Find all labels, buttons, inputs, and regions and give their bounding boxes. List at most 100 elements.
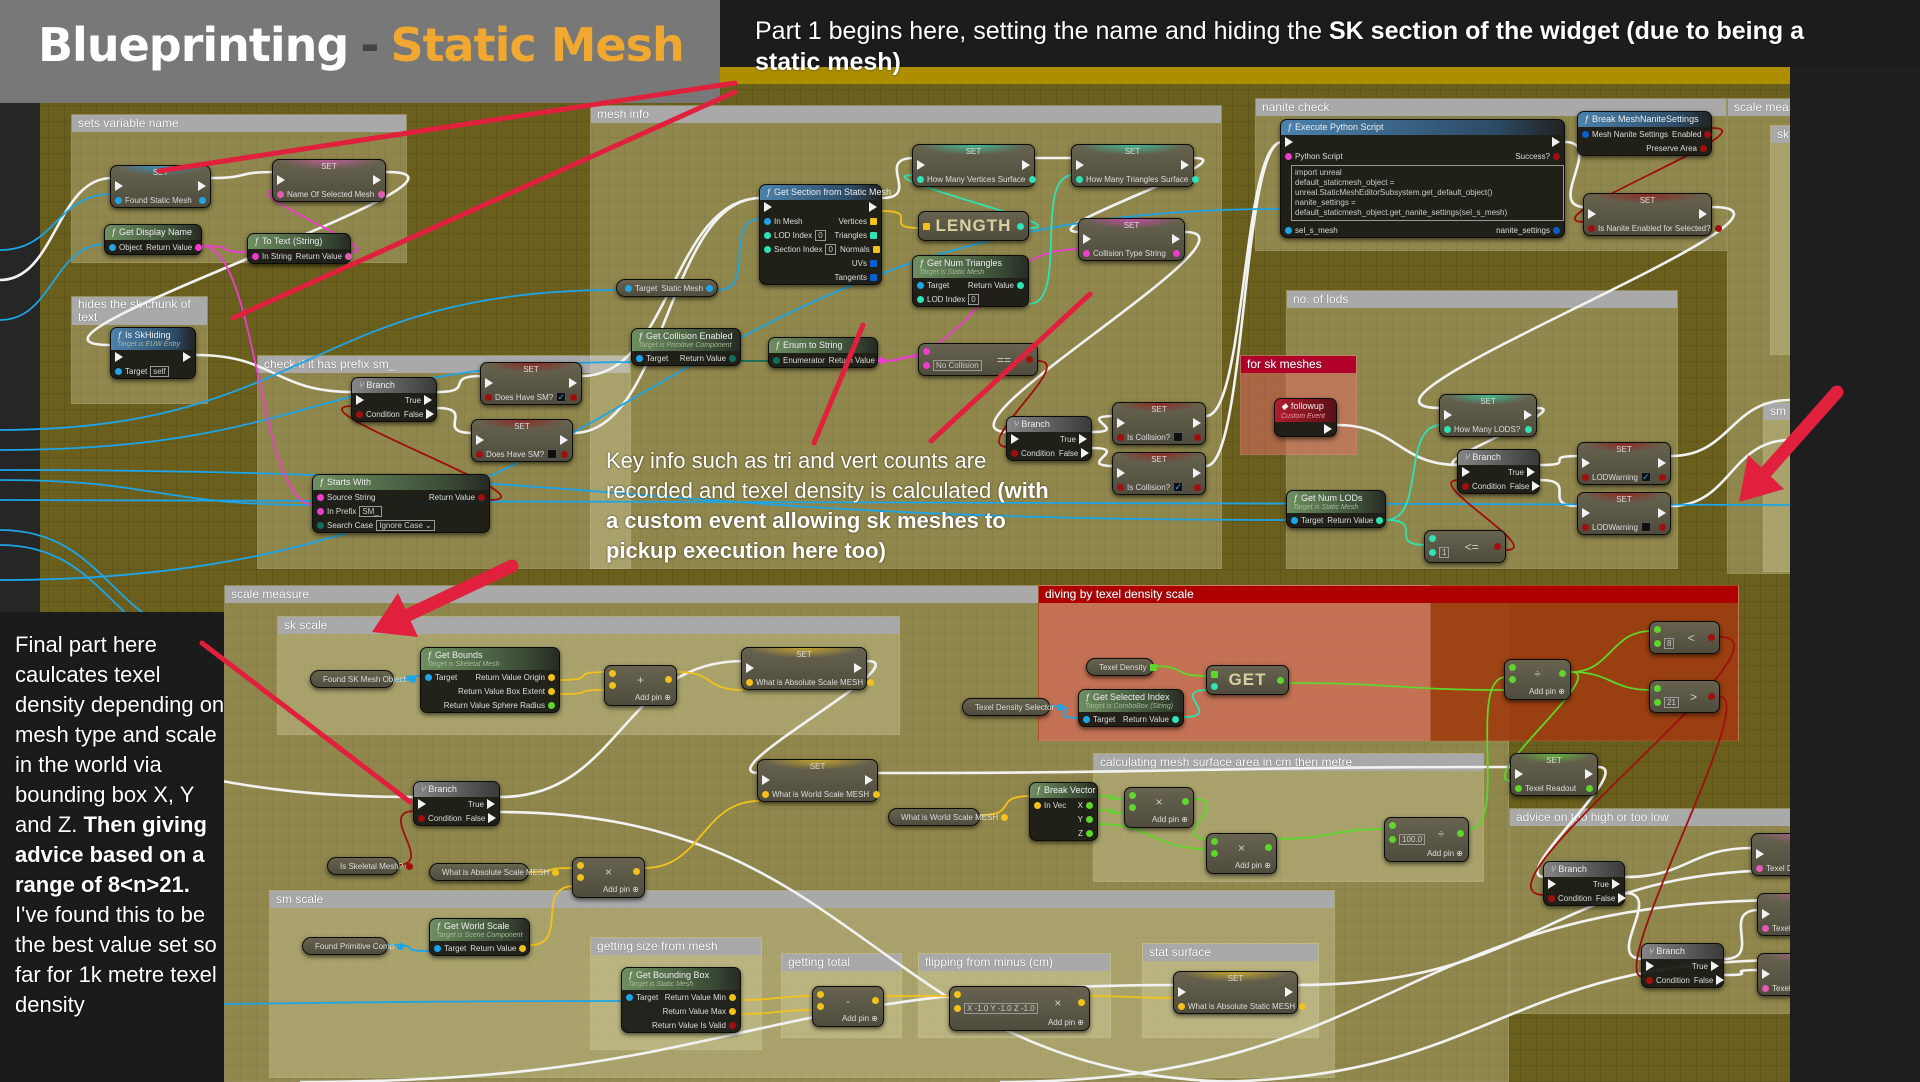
output-pin[interactable] — [1659, 523, 1666, 531]
output-pin[interactable]: False — [466, 813, 497, 823]
output-pin[interactable]: False — [404, 409, 435, 419]
pin-object[interactable] — [706, 284, 714, 292]
exec-pin[interactable] — [115, 352, 123, 362]
input-pin[interactable] — [577, 874, 584, 881]
pin-text[interactable] — [378, 190, 386, 198]
exec-pin[interactable] — [1178, 987, 1186, 997]
input-pin[interactable] — [476, 435, 484, 445]
comment-title[interactable]: getting size from mesh — [591, 938, 761, 955]
exec-pin[interactable] — [1172, 234, 1180, 244]
pin-string[interactable] — [1083, 249, 1090, 257]
pin-vector[interactable] — [548, 687, 555, 695]
pin-int[interactable] — [1192, 175, 1200, 183]
output-pin[interactable] — [854, 663, 862, 673]
exec-pin[interactable] — [1117, 468, 1125, 478]
add-pin-button[interactable]: Add pin ⊕ — [602, 885, 639, 894]
pin-float[interactable] — [1586, 784, 1593, 792]
exec-pin[interactable] — [1181, 160, 1189, 170]
input-pin[interactable]: 21 — [1654, 697, 1679, 708]
exec-pin[interactable] — [917, 160, 925, 170]
output-pin[interactable]: Triangles — [834, 231, 877, 240]
pin-default-value[interactable]: self — [150, 365, 169, 377]
output-pin[interactable]: False — [1694, 975, 1725, 985]
output-pin[interactable] — [865, 775, 873, 785]
pin-bool[interactable] — [1659, 523, 1666, 531]
pin-vector[interactable] — [519, 944, 527, 952]
pin-object[interactable] — [199, 196, 206, 204]
exec-pin[interactable] — [426, 409, 435, 419]
input-pin[interactable]: X -1.0 Y -1.0 Z -1.0 — [954, 1003, 1038, 1014]
input-pin[interactable]: Is Collision?✓ — [1117, 482, 1184, 492]
checkbox[interactable]: ✓ — [556, 392, 567, 402]
pin-byte[interactable] — [773, 356, 780, 364]
input-pin[interactable] — [1211, 850, 1218, 857]
pin-int[interactable] — [764, 245, 771, 253]
node-header[interactable]: SET — [1440, 395, 1536, 408]
pin-bool[interactable] — [1708, 693, 1715, 700]
comment-title[interactable]: sm scale — [270, 891, 1334, 908]
comment-title[interactable]: flipping from minus (cm) — [919, 954, 1110, 971]
output-pin[interactable] — [1708, 634, 1715, 641]
pin-int[interactable] — [1017, 281, 1024, 289]
exec-pin[interactable] — [1193, 468, 1201, 478]
output-pin[interactable] — [1559, 670, 1566, 677]
output-pin[interactable]: Y — [1078, 815, 1093, 824]
output-pin[interactable] — [1714, 224, 1722, 232]
pin-float[interactable] — [1515, 784, 1522, 792]
pin-default-value[interactable]: 0 — [825, 243, 836, 255]
exec-pin[interactable] — [1588, 209, 1596, 219]
pin-vector[interactable] — [867, 678, 875, 686]
output-pin[interactable]: Return Value — [470, 944, 527, 953]
pin-float[interactable] — [1654, 685, 1661, 692]
pin-object[interactable] — [109, 243, 116, 251]
exec-pin[interactable] — [1076, 160, 1084, 170]
divide-100[interactable]: 100.0÷Add pin ⊕ — [1384, 817, 1469, 862]
get-absolute-scale-mesh[interactable]: What is Absolute Scale MESH — [429, 863, 560, 881]
add-pin-button[interactable]: Add pin ⊕ — [1528, 687, 1565, 696]
exec-pin[interactable] — [1756, 849, 1764, 859]
exec-pin[interactable] — [1711, 961, 1719, 971]
output-pin[interactable]: Normals — [840, 245, 880, 254]
exec-pin[interactable] — [373, 175, 381, 185]
node-header[interactable]: SET — [1174, 972, 1297, 985]
exec-pin[interactable] — [1618, 893, 1627, 903]
pin-text[interactable] — [277, 190, 284, 198]
add-pin-button[interactable]: Add pin ⊕ — [634, 693, 671, 702]
input-pin[interactable]: Mesh Nanite Settings — [1582, 130, 1668, 139]
comment-sk-right[interactable]: sk scale — [1770, 125, 1790, 355]
input-pin[interactable]: Target — [434, 944, 466, 953]
output-pin[interactable]: Success? — [1515, 152, 1560, 161]
pin-string[interactable] — [317, 507, 324, 515]
output-pin[interactable] — [1299, 1002, 1307, 1010]
exec-pin[interactable] — [854, 663, 862, 673]
pin-text[interactable] — [1762, 924, 1769, 932]
is-skeletal-mesh[interactable]: Is Skeletal Mesh? — [327, 857, 414, 875]
checkbox[interactable]: ✓ — [1173, 482, 1184, 492]
found-primitive-comp[interactable]: Found Primitive Comp — [302, 937, 405, 955]
pin-int[interactable] — [917, 295, 924, 303]
input-pin[interactable] — [609, 682, 616, 689]
output-pin[interactable] — [183, 352, 191, 362]
input-pin[interactable]: Condition — [1011, 449, 1055, 458]
python-script-field[interactable]: import unreal default_staticmesh_object … — [1291, 165, 1564, 221]
output-pin[interactable] — [1524, 410, 1532, 420]
pin-int[interactable] — [1376, 516, 1384, 524]
pin-float[interactable] — [1559, 670, 1566, 677]
exec-pin[interactable] — [1762, 969, 1770, 979]
comment-title[interactable]: mesh info — [591, 106, 1221, 123]
